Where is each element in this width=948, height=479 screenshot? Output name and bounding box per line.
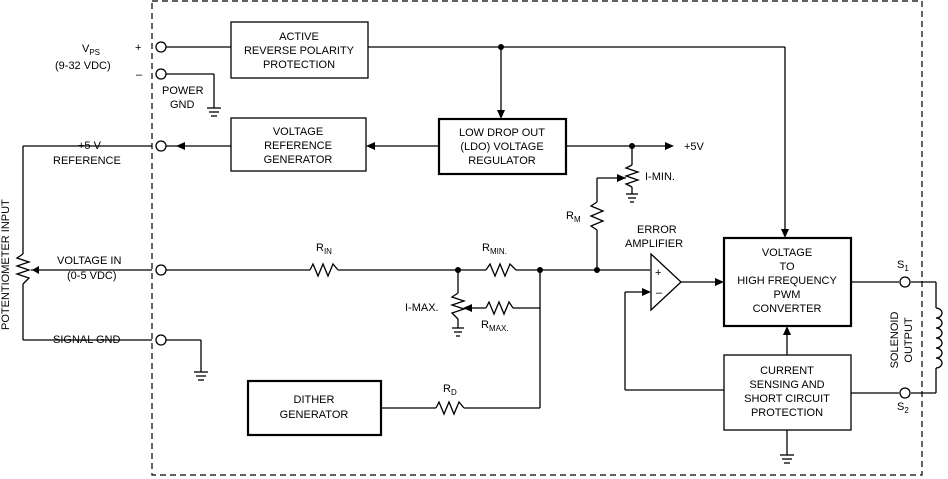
s1-label: S1 <box>897 259 909 273</box>
voltage-reference-line3: GENERATOR <box>264 154 333 166</box>
reverse-polarity-line3: PROTECTION <box>263 59 335 71</box>
ldo-regulator-block: LOW DROP OUT (LDO) VOLTAGE REGULATOR <box>437 117 568 176</box>
rmax-label: RMAX. <box>481 319 509 333</box>
ref-plus5-label: +5 V <box>78 140 102 152</box>
dither-line2: GENERATOR <box>280 409 349 421</box>
imin-label: I-MIN. <box>645 171 675 183</box>
solenoid-label-line2: OUTPUT <box>903 317 915 363</box>
pwm-line3: HIGH FREQUENCY <box>737 275 837 287</box>
voltage-reference-block: VOLTAGE REFERENCE GENERATOR <box>230 117 367 172</box>
vps-minus-terminal <box>155 68 167 80</box>
power-gnd-line2: GND <box>170 99 195 111</box>
error-amp-line1: ERROR <box>637 224 677 236</box>
rd-resistor <box>435 400 465 416</box>
voltage-in-label: VOLTAGE IN <box>57 255 121 267</box>
ldo-line1: LOW DROP OUT <box>459 127 545 139</box>
power-ground-icon <box>207 107 221 117</box>
signal-gnd-terminal <box>155 334 167 346</box>
rin-label: RIN <box>316 242 332 256</box>
imin-pot <box>623 164 641 188</box>
s1-terminal <box>899 276 911 288</box>
reverse-polarity-line2: REVERSE POLARITY <box>244 45 355 57</box>
ldo-out-label: +5V <box>684 141 705 153</box>
potentiometer-input <box>14 253 32 285</box>
vps-plus-sign: + <box>135 42 141 54</box>
terminals <box>155 41 911 399</box>
imax-pot <box>449 292 467 320</box>
signal-ground-icon <box>194 371 208 381</box>
current-sense-ground-icon <box>780 454 794 464</box>
voltage-in-range: (0-5 VDC) <box>67 270 117 282</box>
reverse-polarity-block: ACTIVE REVERSE POLARITY PROTECTION <box>230 21 369 79</box>
power-gnd-line1: POWER <box>162 85 204 97</box>
current-sensing-line1: CURRENT <box>760 365 814 377</box>
solenoid-coil-icon <box>935 307 943 369</box>
signal-gnd-label: SIGNAL GND <box>53 334 120 346</box>
vps-plus-terminal <box>155 41 167 53</box>
resistors <box>14 164 641 416</box>
reference-label: REFERENCE <box>53 155 121 167</box>
ref-terminal <box>155 140 167 152</box>
wiring <box>22 46 937 455</box>
rd-label: RD <box>443 383 457 397</box>
s2-terminal <box>899 387 911 399</box>
ldo-line2: (LDO) VOLTAGE <box>460 141 543 153</box>
voltage-in-terminal <box>155 264 167 276</box>
rm-resistor <box>589 201 605 231</box>
pwm-line5: CONVERTER <box>753 303 822 315</box>
opamp-plus: + <box>655 267 661 279</box>
rin-resistor <box>309 262 339 278</box>
current-sensing-line3: SHORT CIRCUIT <box>744 393 830 405</box>
pwm-line1: VOLTAGE <box>762 247 812 259</box>
solenoid-label-line1: SOLENOID <box>889 312 901 369</box>
rmax-resistor <box>485 300 514 316</box>
rmin-label: RMIN. <box>482 242 507 256</box>
current-sensing-line4: PROTECTION <box>751 407 823 419</box>
rmin-resistor <box>485 262 517 278</box>
ground-symbols <box>194 107 794 464</box>
vps-range: (9-32 VDC) <box>55 60 111 72</box>
pwm-line2: TO <box>779 261 795 273</box>
imin-ground-icon <box>626 193 638 203</box>
arrowheads <box>32 110 791 335</box>
imax-label: I-MAX. <box>405 302 439 314</box>
ldo-line3: REGULATOR <box>468 155 535 167</box>
dither-generator-block: DITHER GENERATOR <box>246 379 383 437</box>
imax-ground-icon <box>452 327 464 337</box>
reverse-polarity-line1: ACTIVE <box>279 31 319 43</box>
opamp-minus: – <box>656 287 663 299</box>
pwm-line4: PWM <box>774 289 801 301</box>
pot-input-label: POTENTIOMETER INPUT <box>0 199 12 330</box>
rm-label: RM <box>566 210 581 224</box>
s2-label: S2 <box>897 401 909 415</box>
pwm-converter-block: VOLTAGE TO HIGH FREQUENCY PWM CONVERTER <box>722 236 853 328</box>
vps-minus-sign: – <box>136 69 143 81</box>
dither-line1: DITHER <box>294 394 335 406</box>
error-amplifier-icon: + – <box>650 252 682 312</box>
module-boundary <box>151 0 923 476</box>
voltage-reference-line1: VOLTAGE <box>273 126 323 138</box>
junction-dots <box>455 44 635 273</box>
error-amp-line2: AMPLIFIER <box>625 238 683 250</box>
voltage-reference-line2: REFERENCE <box>264 140 332 152</box>
vps-label: VPS <box>82 43 100 57</box>
current-sensing-line2: SENSING AND <box>749 379 824 391</box>
current-sensing-block: CURRENT SENSING AND SHORT CIRCUIT PROTEC… <box>723 354 852 431</box>
